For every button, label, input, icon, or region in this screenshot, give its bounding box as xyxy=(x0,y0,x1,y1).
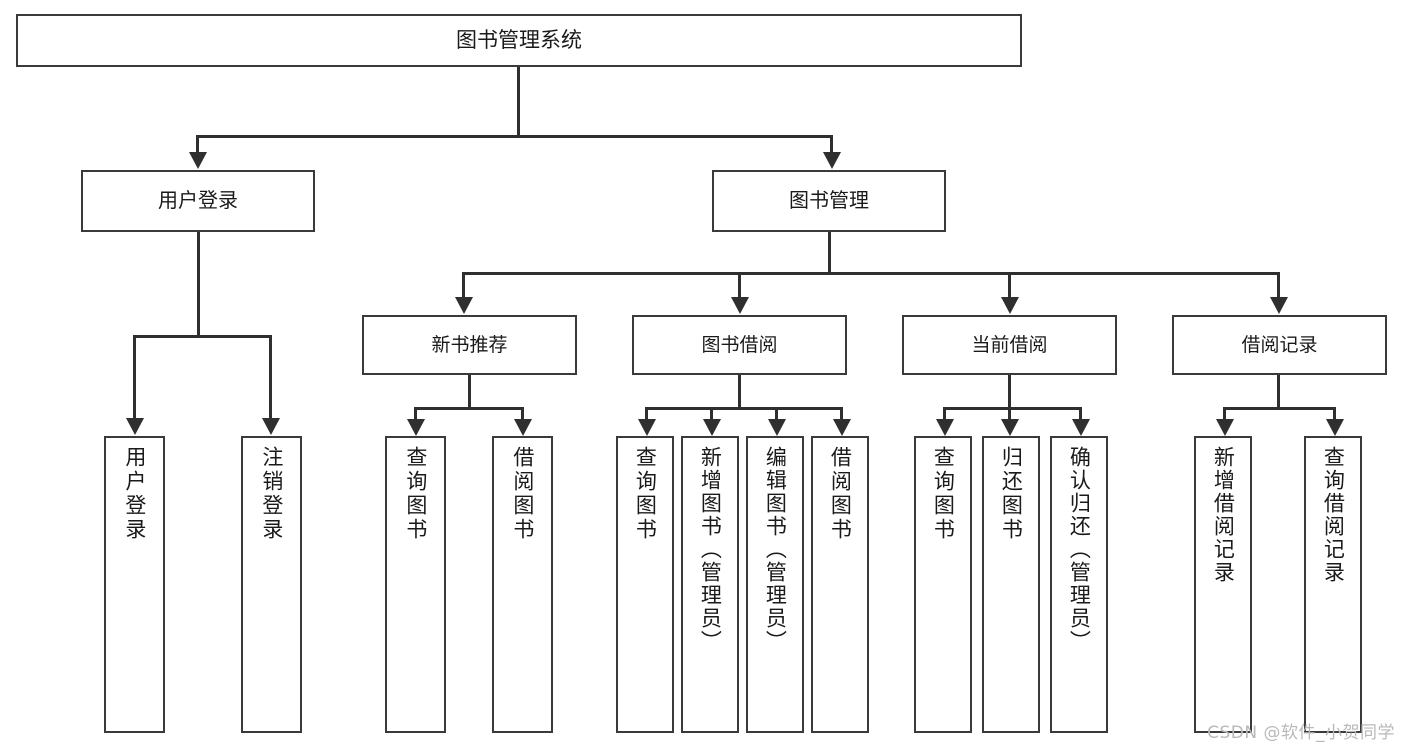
connector-br-drop-1 xyxy=(1223,407,1226,421)
arrow-to-borrow-record xyxy=(1270,297,1288,314)
node-label: 图书管理系统 xyxy=(456,28,582,53)
connector-bm-drop-3 xyxy=(1008,272,1011,298)
arrow-to-leaf-bb-query-book xyxy=(638,419,656,436)
arrow-to-user-login xyxy=(189,152,207,169)
node-label: 图书管理 xyxy=(789,188,869,213)
node-root-system[interactable]: 图书管理系统 xyxy=(16,14,1022,67)
connector-user-login-drop-1 xyxy=(133,335,136,419)
leaf-br-add-record[interactable]: 新增借阅记录 xyxy=(1194,436,1252,733)
node-label: 借阅图书 xyxy=(828,446,853,542)
connector-cb-bus xyxy=(943,407,1082,410)
node-label: 查询借阅记录 xyxy=(1321,446,1346,584)
node-book-borrow[interactable]: 图书借阅 xyxy=(632,315,847,375)
leaf-user-login[interactable]: 用户登录 xyxy=(104,436,165,733)
connector-user-login-bus xyxy=(133,335,272,338)
node-label: 借阅图书 xyxy=(510,446,535,542)
arrow-to-leaf-cb-confirm-return xyxy=(1072,419,1090,436)
connector-br-drop-2 xyxy=(1333,407,1336,421)
connector-root-drop-right xyxy=(830,135,833,153)
node-book-manage[interactable]: 图书管理 xyxy=(712,170,946,232)
node-label: 编辑图书（管理员） xyxy=(763,446,788,653)
connector-nbr-bus xyxy=(414,407,524,410)
csdn-watermark: CSDN @软件_小贺同学 xyxy=(1207,723,1395,743)
leaf-logout[interactable]: 注销登录 xyxy=(241,436,302,733)
node-label: 查询图书 xyxy=(403,446,428,542)
arrow-to-leaf-bb-add-book xyxy=(703,419,721,436)
connector-bb-drop-4 xyxy=(840,407,843,421)
arrow-to-leaf-nbr-query-book xyxy=(407,419,425,436)
leaf-nbr-borrow-book[interactable]: 借阅图书 xyxy=(492,436,553,733)
connector-root-stem xyxy=(517,67,520,137)
node-current-borrow[interactable]: 当前借阅 xyxy=(902,315,1117,375)
connector-cb-drop-2 xyxy=(1008,407,1011,421)
node-label: 查询图书 xyxy=(931,446,956,542)
connector-nbr-drop-1 xyxy=(414,407,417,421)
node-label: 用户登录 xyxy=(122,446,147,542)
connector-bm-drop-1 xyxy=(462,272,465,298)
leaf-cb-return-book[interactable]: 归还图书 xyxy=(982,436,1040,733)
connector-root-drop-left xyxy=(196,135,199,153)
node-label: 注销登录 xyxy=(259,446,284,542)
connector-br-stem xyxy=(1277,375,1280,409)
arrow-to-current-borrow xyxy=(1001,297,1019,314)
connector-br-bus xyxy=(1223,407,1336,410)
node-label: 借阅记录 xyxy=(1241,333,1318,356)
leaf-cb-query-book[interactable]: 查询图书 xyxy=(914,436,972,733)
node-user-login[interactable]: 用户登录 xyxy=(81,170,315,232)
connector-cb-drop-3 xyxy=(1079,407,1082,421)
arrow-to-leaf-br-add-record xyxy=(1216,419,1234,436)
connector-nbr-drop-2 xyxy=(521,407,524,421)
arrow-to-leaf-user-login xyxy=(126,418,144,435)
arrow-to-leaf-bb-edit-book xyxy=(768,419,786,436)
connector-book-manage-bus xyxy=(462,272,1280,275)
arrow-to-leaf-cb-return-book xyxy=(1001,419,1019,436)
connector-cb-drop-1 xyxy=(943,407,946,421)
node-label: 用户登录 xyxy=(158,188,238,213)
connector-bb-drop-1 xyxy=(645,407,648,421)
connector-user-login-stem xyxy=(197,232,200,337)
connector-cb-stem xyxy=(1008,375,1011,409)
arrow-to-leaf-logout xyxy=(262,418,280,435)
node-new-book-recommend[interactable]: 新书推荐 xyxy=(362,315,577,375)
node-label: 新增借阅记录 xyxy=(1211,446,1236,584)
node-label: 当前借阅 xyxy=(971,333,1048,356)
node-label: 新增图书（管理员） xyxy=(698,446,723,653)
arrow-to-leaf-cb-query-book xyxy=(936,419,954,436)
connector-bb-drop-2 xyxy=(710,407,713,421)
leaf-bb-query-book[interactable]: 查询图书 xyxy=(616,436,674,733)
node-borrow-record[interactable]: 借阅记录 xyxy=(1172,315,1387,375)
leaf-bb-borrow-book[interactable]: 借阅图书 xyxy=(811,436,869,733)
arrow-to-leaf-bb-borrow-book xyxy=(833,419,851,436)
connector-bm-drop-2 xyxy=(738,272,741,298)
node-label: 归还图书 xyxy=(999,446,1024,542)
node-label: 图书借阅 xyxy=(701,333,778,356)
connector-user-login-drop-2 xyxy=(269,335,272,419)
connector-nbr-stem xyxy=(468,375,471,409)
leaf-br-query-record[interactable]: 查询借阅记录 xyxy=(1304,436,1362,733)
arrow-to-book-manage xyxy=(823,152,841,169)
connector-root-bus xyxy=(196,135,833,138)
leaf-bb-edit-book[interactable]: 编辑图书（管理员） xyxy=(746,436,804,733)
connector-bb-bus xyxy=(645,407,843,410)
node-label: 查询图书 xyxy=(633,446,658,542)
node-label: 新书推荐 xyxy=(431,333,508,356)
arrow-to-leaf-nbr-borrow-book xyxy=(514,419,532,436)
arrow-to-book-borrow xyxy=(731,297,749,314)
leaf-bb-add-book[interactable]: 新增图书（管理员） xyxy=(681,436,739,733)
connector-bm-drop-4 xyxy=(1277,272,1280,298)
connector-bb-stem xyxy=(738,375,741,409)
connector-bb-drop-3 xyxy=(775,407,778,421)
arrow-to-leaf-br-query-record xyxy=(1326,419,1344,436)
connector-book-manage-stem xyxy=(828,232,831,274)
arrow-to-new-book-recommend xyxy=(455,297,473,314)
leaf-nbr-query-book[interactable]: 查询图书 xyxy=(385,436,446,733)
leaf-cb-confirm-return[interactable]: 确认归还（管理员） xyxy=(1050,436,1108,733)
node-label: 确认归还（管理员） xyxy=(1067,446,1092,653)
